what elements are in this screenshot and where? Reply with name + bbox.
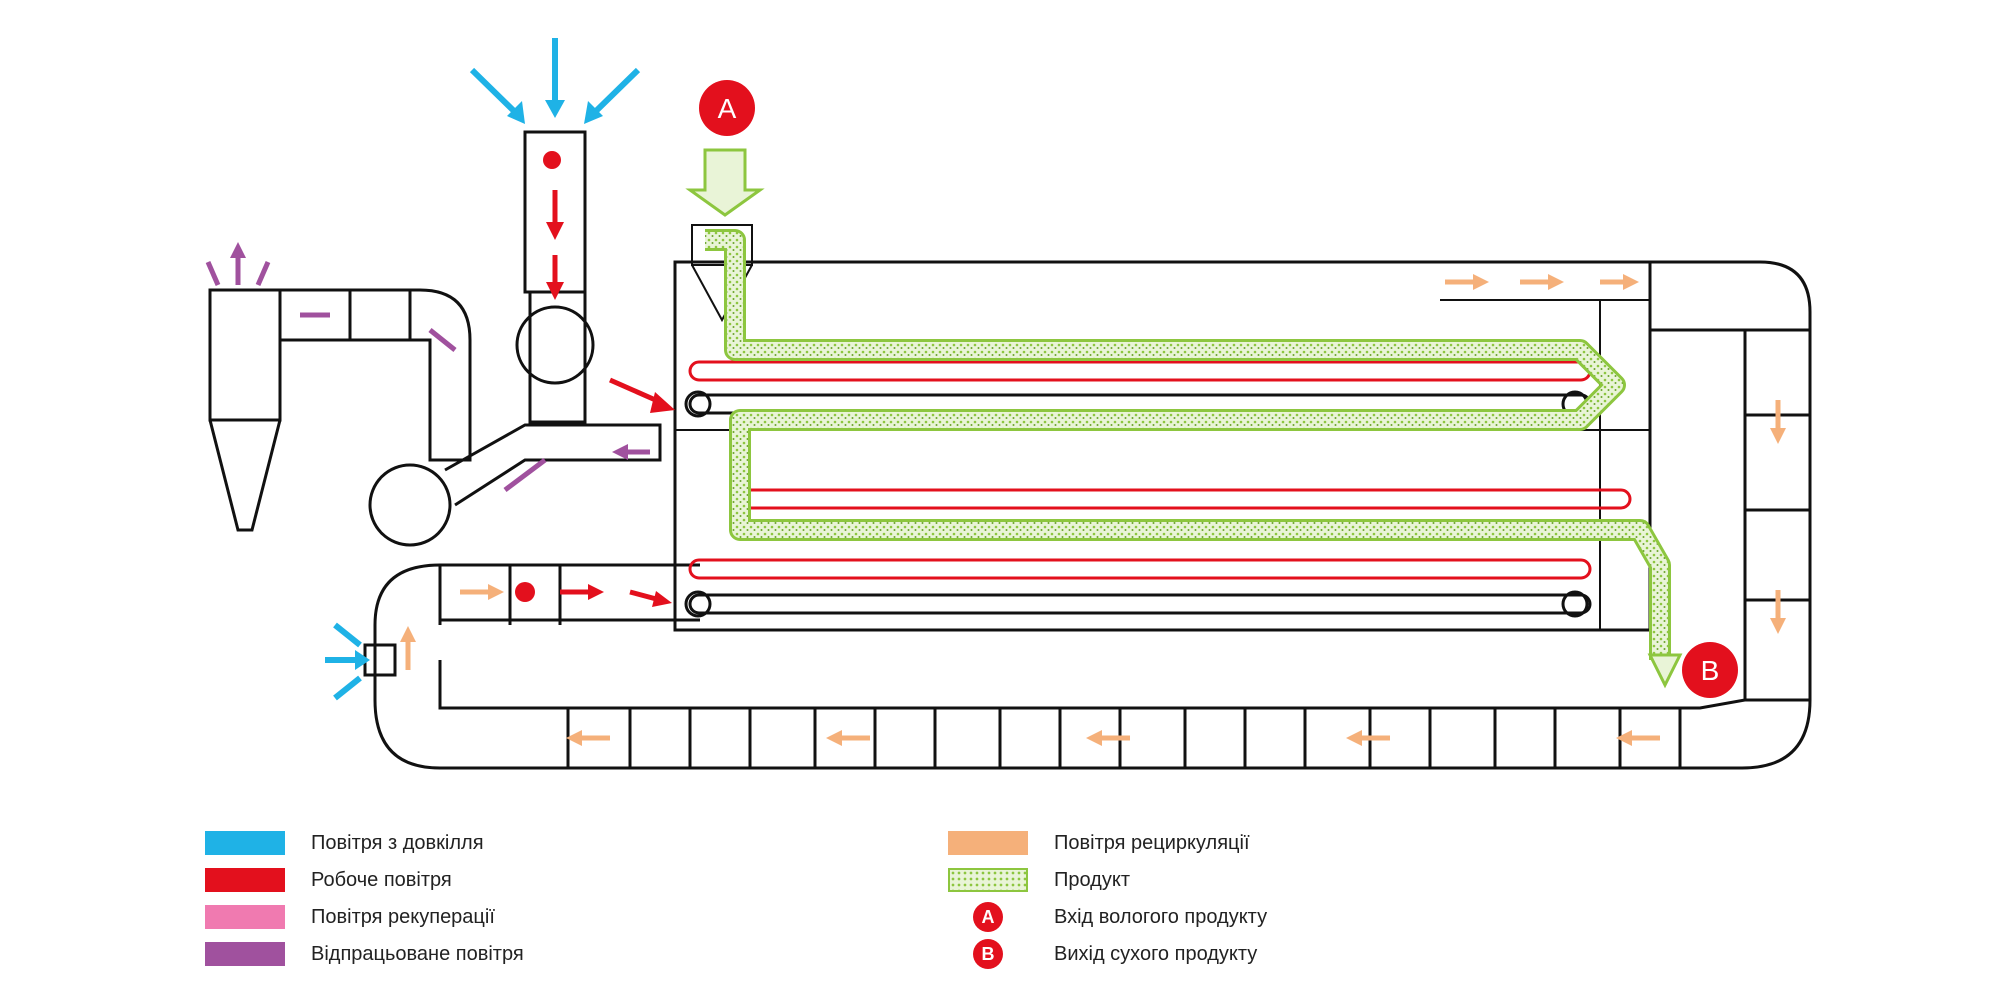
ambient-air-arrows [325,38,641,701]
legend-label-ambient: Повітря з довкілля [311,831,484,854]
legend-swatch-recirculation [948,831,1028,855]
legend-swatch-ambient [205,831,285,855]
legend-label-product: Продукт [1054,868,1130,891]
product-path [685,148,1683,689]
legend-swatch-exhaust [205,942,285,966]
legend-item-ambient: Повітря з довкілля [205,828,484,858]
legend-swatch-working [205,868,285,892]
exhaust-air-arrows [205,242,650,492]
legend-label-recuperation: Повітря рекуперації [311,905,495,928]
recirculation-duct [373,260,1812,770]
legend-label-recirculation: Повітря рециркуляції [1054,831,1250,854]
legend-item-wet-input: A Вхід вологого продукту [948,902,1267,932]
legend-label-working: Робоче повітря [311,868,452,891]
marker-b [1682,642,1738,698]
marker-a [699,80,755,136]
legend-item-dry-output: B Вихід сухого продукту [948,939,1257,969]
legend-label-dry-output: Вихід сухого продукту [1054,942,1258,965]
legend-label-wet-input: Вхід вологого продукту [1054,905,1268,928]
legend-item-exhaust: Відпрацьоване повітря [205,939,524,969]
conveyor-belts [684,360,1632,618]
cyclone [208,288,662,547]
working-air-arrows [546,190,675,607]
legend-badge-a: A [973,902,1003,932]
legend-badge-b: B [973,939,1003,969]
legend-item-recirculation: Повітря рециркуляції [948,828,1250,858]
legend-item-recuperation: Повітря рекуперації [205,902,495,932]
legend-label-exhaust: Відпрацьоване повітря [311,942,524,965]
legend-swatch-product [948,868,1028,892]
marker-a-label: A [718,93,737,124]
marker-badges: A B [699,80,1738,698]
legend-swatch-recuperation [205,905,285,929]
legend-item-working: Робоче повітря [205,865,452,895]
legend-item-product: Продукт [948,865,1130,895]
recirculation-air-arrows [400,274,1786,746]
marker-b-label: B [1701,655,1720,686]
